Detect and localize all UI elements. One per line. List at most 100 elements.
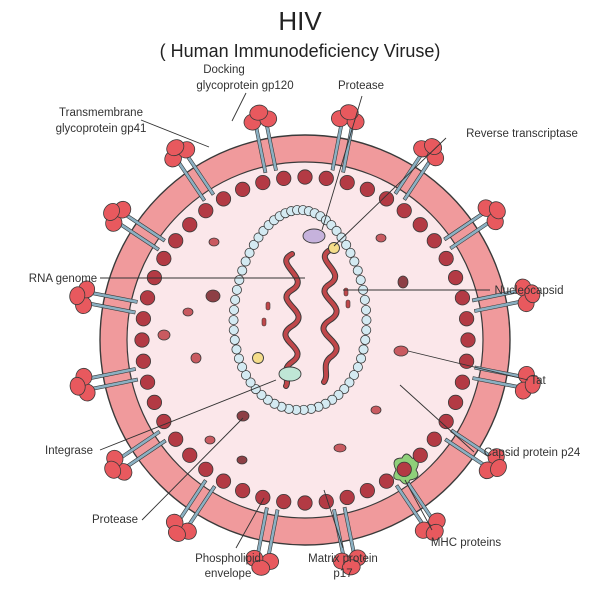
capsid-bead: [361, 325, 372, 336]
matrix-bead: [339, 489, 355, 506]
matrix-bead: [297, 495, 313, 511]
capsid-bead: [336, 232, 347, 243]
matrix-bead: [447, 270, 464, 286]
matrix-bead: [139, 290, 156, 306]
capsid-bead: [240, 256, 251, 267]
gp120-gp41-spike: [103, 200, 166, 252]
tat-protein: [204, 435, 216, 445]
matrix-bead: [182, 217, 198, 233]
leader-capsid-p24: [399, 384, 475, 453]
matrix-bead: [235, 482, 251, 499]
gp120-gp41-spike: [69, 280, 138, 315]
capsid-bead: [237, 362, 248, 373]
matrix-bead: [426, 233, 442, 249]
gp120-head: [425, 523, 444, 541]
tat-protein: [208, 237, 220, 247]
matrix-bead: [438, 250, 454, 267]
gp120-gp41-spike: [393, 138, 445, 201]
leader-protease-bottom: [141, 417, 244, 521]
rna-fragment: [261, 317, 267, 327]
label-matrix-line1: Matrix protein: [308, 553, 378, 565]
capsid-bead: [360, 304, 371, 315]
gp120-head: [339, 104, 359, 121]
matrix-bead: [146, 394, 163, 410]
capsid-bead: [231, 344, 242, 355]
tat-protein: [370, 405, 382, 415]
leader-transmembrane: [140, 119, 210, 148]
matrix-bead: [135, 311, 151, 327]
capsid-bead: [358, 344, 369, 355]
gp120-head: [69, 376, 86, 396]
gp120-gp41-spike: [164, 139, 216, 202]
label-reverse-transcriptase: Reverse transcriptase: [466, 128, 578, 140]
gp120-gp41-spike: [394, 478, 446, 541]
capsid-bead: [349, 256, 360, 267]
gp120-head: [251, 559, 271, 576]
gp120-head: [104, 460, 122, 479]
matrix-bead: [198, 461, 214, 477]
capsid-shell: [228, 205, 372, 415]
label-capsid-p24: Capsid protein p24: [484, 447, 581, 459]
diagram-title: HIV: [278, 6, 322, 36]
tat-protein: [190, 352, 202, 364]
gp120-gp41-spike: [444, 428, 507, 480]
label-tat: Tat: [530, 375, 546, 387]
matrix-bead: [255, 489, 271, 506]
capsid-bead: [341, 239, 352, 250]
matrix-bead: [276, 170, 292, 186]
capsid-bead: [356, 353, 367, 364]
matrix-bead: [412, 447, 428, 463]
label-rna-genome: RNA genome: [29, 273, 97, 285]
capsid-bead: [359, 294, 370, 305]
leader-phospholipid: [235, 497, 265, 549]
capsid-bead: [231, 284, 242, 295]
matrix-bead: [297, 169, 313, 185]
matrix-bead: [198, 203, 214, 219]
dark-blob: [397, 275, 409, 289]
leader-docking: [231, 92, 247, 122]
leader-tat: [407, 350, 529, 381]
label-phospholipid-line1: Phospholipid: [195, 553, 261, 565]
capsid-bead: [228, 304, 239, 315]
gp120-head: [490, 459, 507, 478]
matrix-bead: [426, 431, 442, 447]
matrix-bead: [318, 170, 334, 186]
label-matrix-line2: p17: [333, 568, 352, 580]
label-protease-top: Protease: [338, 80, 384, 92]
gp120-head: [69, 286, 86, 306]
leader-reverse-transcriptase: [333, 137, 447, 247]
capsid-bead: [234, 275, 245, 286]
spike-layer: [69, 104, 541, 576]
matrix-bead: [359, 181, 375, 198]
capsid-bead: [361, 315, 372, 326]
gp120-gp41-spike: [472, 365, 541, 400]
matrix-bead: [339, 174, 355, 191]
capsid-bead: [229, 334, 240, 345]
rna-strand: [321, 248, 339, 384]
leader-mhc: [404, 479, 433, 531]
matrix-bead: [168, 233, 184, 249]
label-protease-bottom: Protease: [92, 514, 138, 526]
gp120-head: [166, 139, 185, 157]
capsid-bead: [245, 377, 256, 388]
virion-interior: [126, 161, 484, 519]
tat-protein: [393, 345, 409, 357]
label-transmembrane-line1: Transmembrane: [59, 107, 143, 119]
matrix-bead: [359, 482, 375, 499]
tat-protein: [157, 329, 171, 341]
gp120-head: [524, 284, 541, 304]
matrix-bead: [255, 174, 271, 191]
gp120-gp41-spike: [330, 104, 365, 173]
gp120-head: [167, 525, 186, 542]
matrix-bead: [168, 431, 184, 447]
rna-fragment: [343, 287, 349, 297]
gp120-head: [488, 201, 506, 220]
matrix-bead: [156, 250, 172, 267]
gp120-gp41-spike: [443, 199, 506, 251]
capsid-bead: [248, 239, 259, 250]
matrix-bead: [454, 290, 471, 306]
rna-fragment: [345, 299, 351, 309]
gp120-gp41-spike: [165, 479, 217, 542]
label-integrase: Integrase: [45, 445, 93, 457]
